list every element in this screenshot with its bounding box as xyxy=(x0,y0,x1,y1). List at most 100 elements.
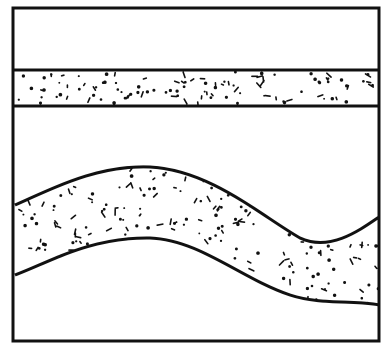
stipple-mark xyxy=(366,176,368,178)
stipple-mark xyxy=(248,212,251,215)
stipple-mark xyxy=(185,218,188,221)
stipple-mark xyxy=(348,222,350,224)
stipple-mark xyxy=(162,173,165,176)
stipple-mark xyxy=(200,200,203,203)
stipple-mark xyxy=(239,222,244,223)
stipple-mark xyxy=(48,307,51,308)
stipple-mark xyxy=(271,186,273,188)
stipple-mark xyxy=(231,168,233,170)
stipple-mark xyxy=(271,305,273,307)
stipple-mark xyxy=(310,178,314,182)
stipple-mark xyxy=(70,300,73,303)
stipple-mark xyxy=(170,274,172,276)
stipple-mark xyxy=(283,101,286,104)
stipple-mark xyxy=(88,98,90,102)
stipple-mark xyxy=(242,192,245,195)
stipple-mark xyxy=(165,91,168,94)
stipple-mark xyxy=(103,244,105,246)
stipple-mark xyxy=(173,273,177,277)
stipple-mark xyxy=(236,223,239,226)
stipple-mark xyxy=(123,207,125,209)
stipple-mark xyxy=(189,275,193,279)
stipple-mark xyxy=(169,89,172,92)
stipple-mark xyxy=(234,71,237,74)
stipple-mark xyxy=(75,240,77,242)
stipple-mark xyxy=(124,233,126,235)
stipple-mark xyxy=(78,88,81,91)
stipple-mark xyxy=(223,81,225,83)
stipple-mark xyxy=(131,183,133,188)
stipple-mark xyxy=(245,178,247,180)
stipple-mark xyxy=(100,98,103,101)
stipple-mark xyxy=(226,187,228,189)
stipple-mark xyxy=(153,281,156,284)
stipple-mark xyxy=(288,265,291,268)
stipple-mark xyxy=(350,259,353,264)
stipple-mark xyxy=(222,231,224,234)
stipple-mark xyxy=(276,185,279,188)
stipple-mark xyxy=(240,206,243,209)
stipple-mark xyxy=(316,272,320,276)
stipple-mark xyxy=(161,262,166,263)
stipple-mark xyxy=(183,85,186,88)
stipple-mark xyxy=(201,173,205,177)
stipple-mark xyxy=(67,96,68,99)
stipple-mark xyxy=(284,253,285,255)
stipple-mark xyxy=(309,72,312,75)
stipple-mark xyxy=(214,234,217,237)
stipple-mark xyxy=(248,261,251,263)
stipple-mark xyxy=(242,282,245,285)
stipple-mark xyxy=(292,271,295,274)
stipple-mark xyxy=(313,174,315,178)
stipple-mark xyxy=(75,237,80,238)
stipple-mark xyxy=(331,97,334,100)
stipple-mark xyxy=(255,188,258,191)
stipple-mark xyxy=(329,177,330,179)
stipple-mark xyxy=(214,206,216,209)
stipple-mark xyxy=(101,210,103,212)
stipple-mark xyxy=(362,242,363,247)
stipple-mark xyxy=(260,72,264,76)
stipple-mark xyxy=(93,263,95,267)
stipple-mark xyxy=(323,98,325,100)
stipple-mark xyxy=(58,82,60,84)
stipple-mark xyxy=(115,73,116,76)
stipple-mark xyxy=(16,186,19,189)
stipple-mark xyxy=(137,85,140,88)
stipple-mark xyxy=(345,84,348,87)
stipple-mark xyxy=(195,263,198,266)
stipple-mark xyxy=(222,167,224,169)
stipple-mark xyxy=(210,96,213,99)
stipple-mark xyxy=(35,222,38,225)
stipple-mark xyxy=(172,269,175,272)
stipple-mark xyxy=(74,187,76,188)
stipple-mark xyxy=(334,165,337,169)
stipple-mark xyxy=(206,269,208,271)
stipple-mark xyxy=(222,84,224,85)
stipple-mark xyxy=(331,217,334,220)
stipple-mark xyxy=(84,84,85,86)
stipple-mark xyxy=(347,226,350,229)
stipple-mark xyxy=(117,284,120,287)
stipple-mark xyxy=(232,182,234,185)
stipple-mark xyxy=(249,269,254,271)
stipple-mark xyxy=(358,171,360,175)
stipple-mark xyxy=(234,257,237,260)
stipple-mark xyxy=(30,270,32,272)
stipple-mark xyxy=(236,172,237,176)
stipple-mark xyxy=(23,224,26,227)
stipple-mark xyxy=(73,278,77,282)
stipple-mark xyxy=(225,96,228,99)
stipple-mark xyxy=(262,164,264,166)
stipple-mark xyxy=(367,244,369,246)
stipple-mark xyxy=(59,93,63,97)
stipple-mark xyxy=(18,99,20,101)
stipple-mark xyxy=(194,199,196,203)
stipple-mark xyxy=(39,101,42,104)
stipple-mark xyxy=(302,216,305,219)
stipple-mark xyxy=(115,82,117,84)
stipple-mark xyxy=(122,253,125,256)
stipple-mark xyxy=(306,287,309,290)
stipple-mark xyxy=(69,189,70,193)
